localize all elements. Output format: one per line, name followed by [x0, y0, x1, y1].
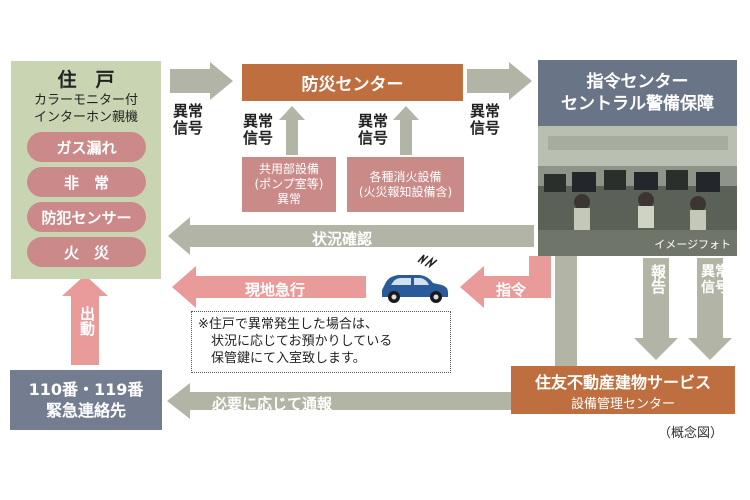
command-room-photo — [538, 126, 737, 256]
disaster-prevention-center: 防災センター — [242, 64, 463, 101]
label-abnormal-signal: 異常信号 — [701, 264, 729, 296]
arrow-rush — [172, 266, 366, 308]
arrow-fire-up — [393, 106, 419, 155]
arrow-command — [460, 256, 551, 308]
arrow-abnormal-down — [688, 258, 732, 360]
residence-box: 住 戸 カラーモニター付 インターホン親機 ガス漏れ 非 常 防犯センサー 火 … — [11, 61, 161, 279]
item-security-sensor: 防犯センサー — [27, 202, 146, 232]
label-status-check: 状況確認 — [312, 230, 373, 248]
label-command: 指令 — [496, 281, 527, 299]
sumitomo-facility-center: 住友不動産建物サービス 設備管理センター — [511, 366, 735, 414]
note-line-2: 状況に応じてお預かりしている — [211, 334, 393, 349]
signal-label-common: 異常信号 — [243, 112, 274, 147]
note-line-3: 保管鍵にて入室致します。 — [211, 351, 366, 366]
note-box: ※住戸で異常発生した場合は、 状況に応じてお預かりしている 保管鍵にて入室致しま… — [191, 311, 451, 373]
emergency-contact-box: 110番・119番 緊急連絡先 — [10, 370, 162, 430]
item-gas-leak: ガス漏れ — [27, 132, 146, 162]
label-dispatch: 出動 — [78, 306, 96, 336]
label-report-notify: 必要に応じて通報 — [212, 395, 333, 413]
command-center-box: 指令センター セントラル警備保障 イメージフォト — [538, 60, 737, 256]
label-rush: 現地急行 — [245, 281, 306, 299]
signal-label-home: 異常信号 — [173, 102, 204, 137]
common-equipment-box: 共用部設備 (ポンプ室等) 異常 — [242, 157, 336, 212]
item-emergency: 非 常 — [27, 167, 146, 197]
car-icon — [382, 254, 448, 303]
arrow-common-up — [279, 106, 305, 155]
arrow-dispatch — [62, 275, 108, 365]
label-report: 報告 — [649, 264, 667, 294]
residence-subtitle-2: インターホン親機 — [33, 110, 138, 125]
image-caption: イメージフォト — [654, 238, 731, 251]
arrow-report — [634, 258, 678, 360]
residence-subtitle-1: カラーモニター付 — [33, 93, 138, 108]
note-line-1: ※住戸で異常発生した場合は、 — [198, 317, 378, 332]
arrow-bousai-to-shirei — [467, 62, 532, 100]
residence-title: 住 戸 — [57, 69, 115, 91]
item-fire: 火 災 — [27, 237, 146, 267]
concept-diagram-label: （概念図） — [658, 426, 724, 441]
arrow-status-check — [168, 217, 534, 255]
signal-label-bousai: 異常信号 — [470, 102, 501, 137]
signal-label-fire: 異常信号 — [358, 112, 389, 147]
arrow-home-to-bousai — [170, 62, 233, 100]
fire-equipment-box: 各種消火設備 (火災報知設備含) — [347, 157, 464, 212]
command-center-title: 指令センター セントラル警備保障 — [561, 72, 714, 114]
